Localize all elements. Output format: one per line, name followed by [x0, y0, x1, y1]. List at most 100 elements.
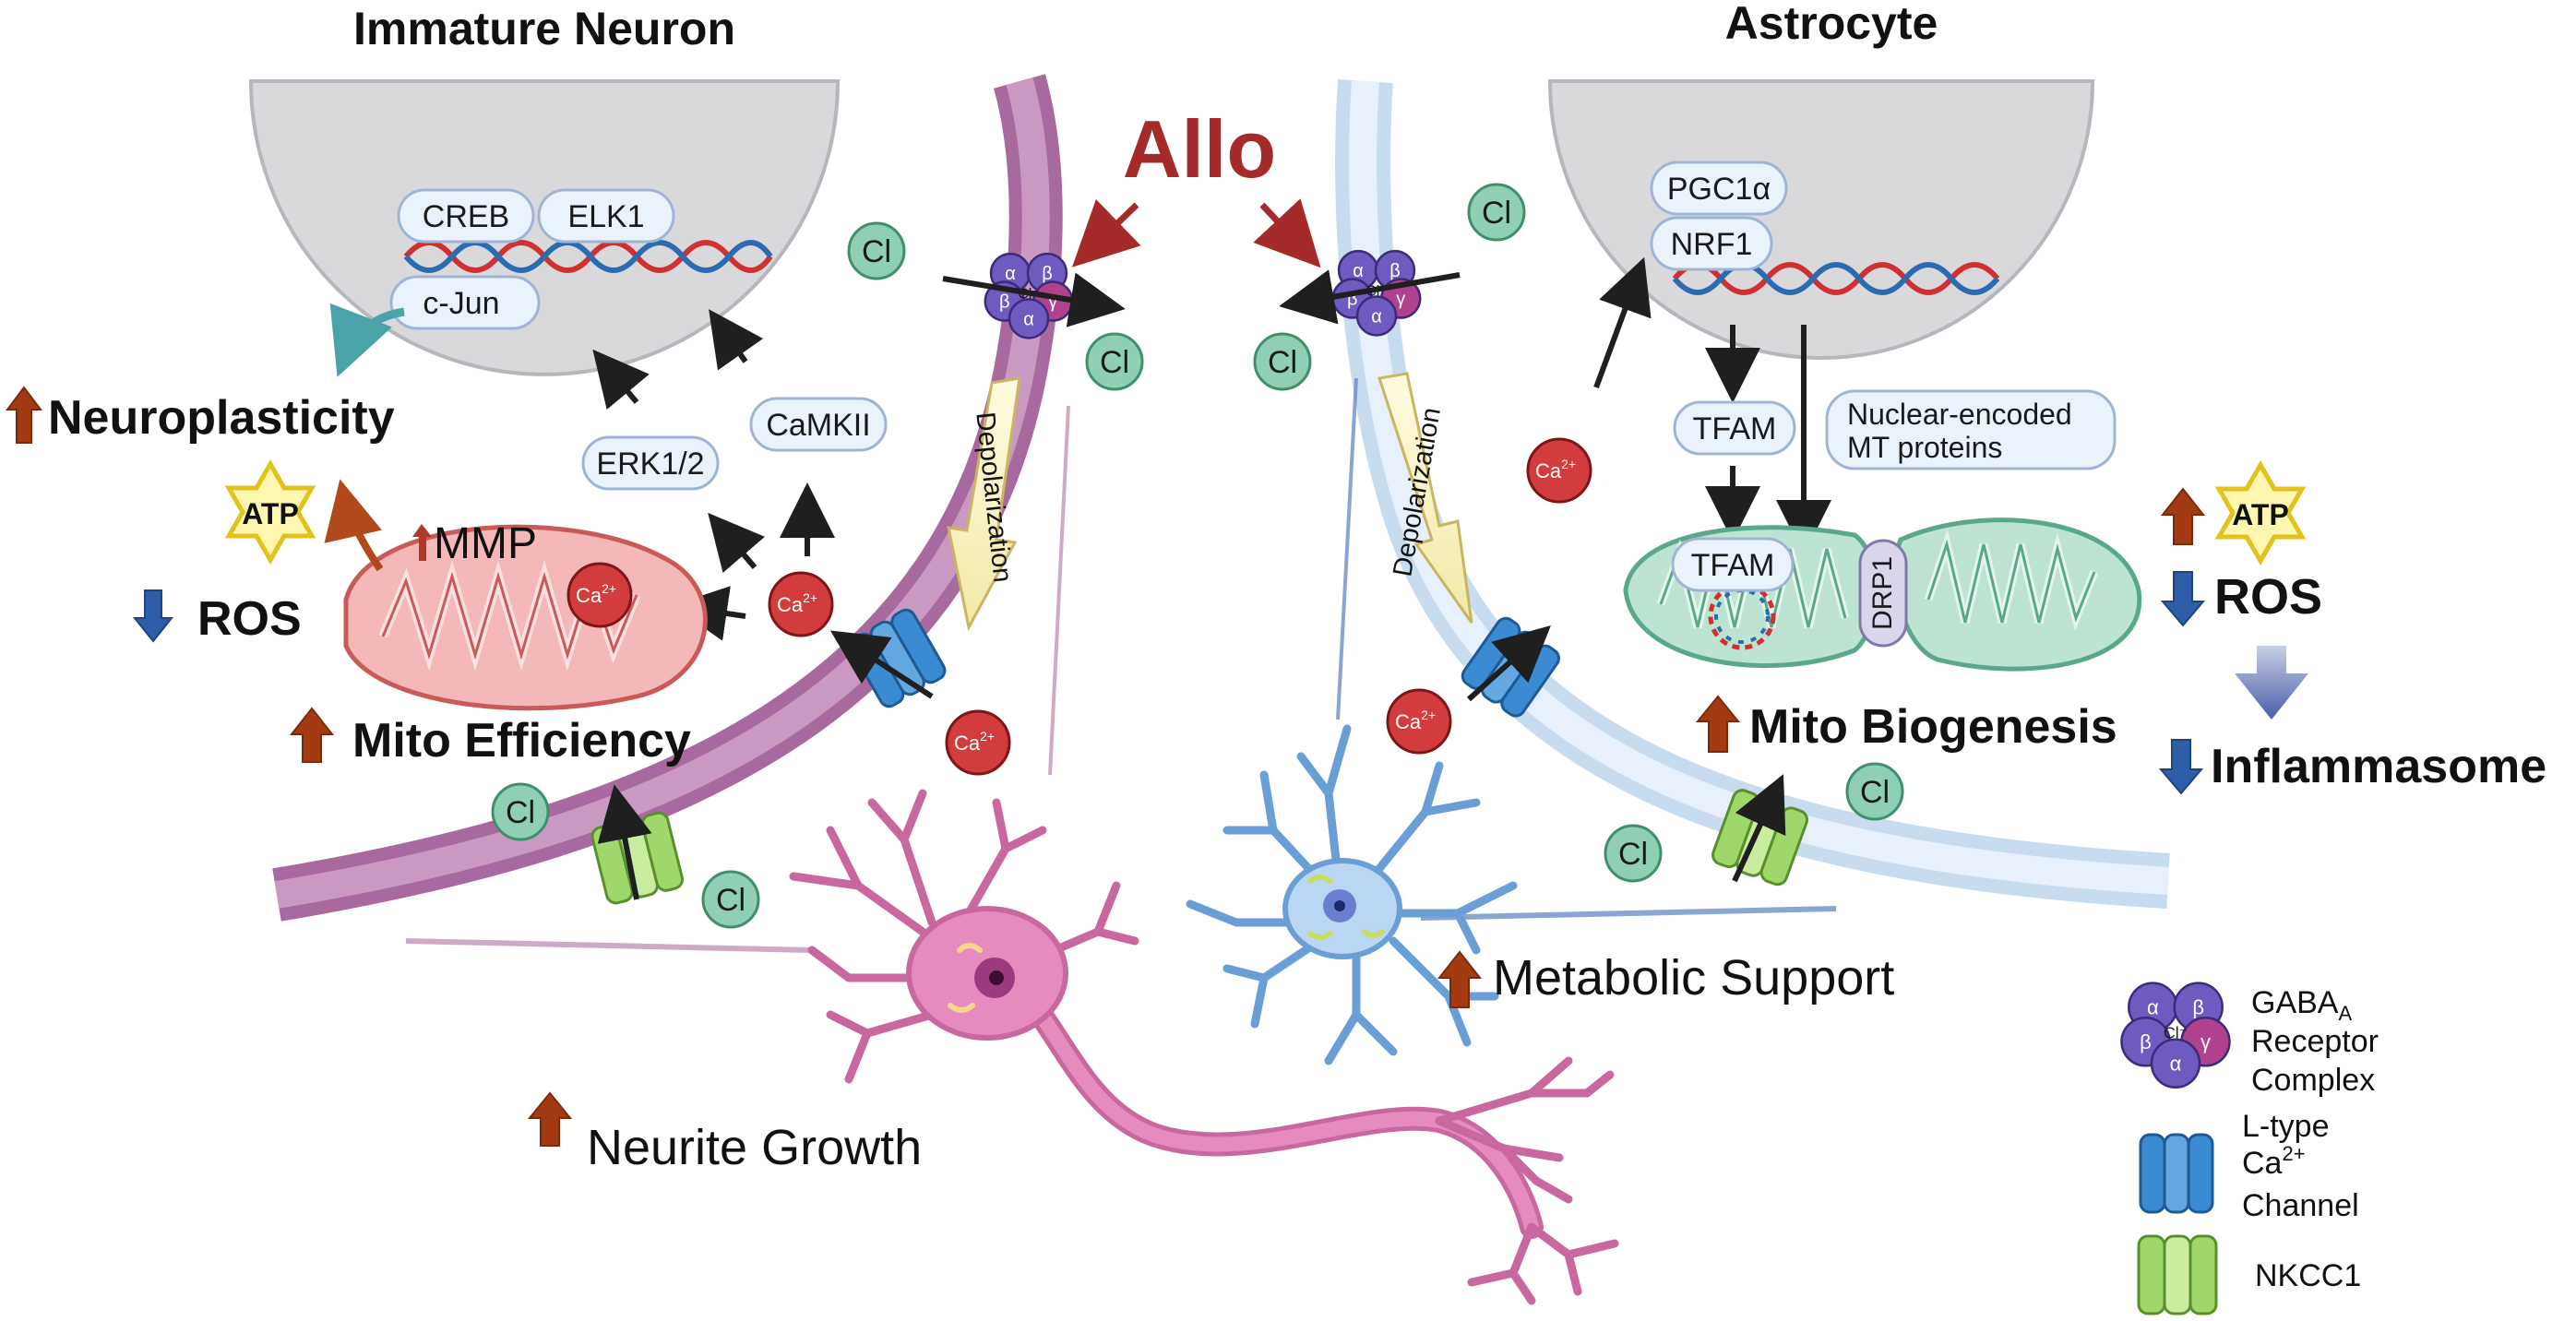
legend-gaba-line2: Receptor	[2251, 1024, 2379, 1059]
astro-ros-group: ROS	[2160, 569, 2322, 627]
gaba-subunit-label: γ	[1048, 292, 1057, 313]
nuclear-mt-line2: MT proteins	[1847, 431, 2002, 464]
atp-star-icon	[2214, 459, 2307, 566]
legend-ltype-line3: Channel	[2242, 1188, 2359, 1223]
metabolic-support-group: Metabolic Support	[1437, 950, 1894, 1008]
tfam-upper-label: TFAM	[1693, 411, 1777, 446]
metabolic-support-label: Metabolic Support	[1493, 950, 1894, 1006]
astrocyte-mitochondrion-right	[1892, 518, 2142, 672]
gaba-subunit-label: γ	[1396, 290, 1405, 310]
chloride-ion-icon: Cl	[1604, 824, 1663, 883]
allo-label: Allo	[1123, 103, 1276, 195]
neuron-atp-group: ATP	[224, 458, 316, 565]
neuroplasticity-group: Neuroplasticity	[6, 386, 395, 445]
chloride-ion-label: Cl	[716, 883, 745, 918]
neuron-ros-group: ROS	[132, 589, 302, 646]
gaba-subunit: α	[1008, 298, 1050, 339]
cjun-label: c-Jun	[423, 286, 499, 321]
gaba-subunit-label: β	[1042, 264, 1053, 284]
gaba-subunit-label: α	[1371, 306, 1382, 327]
astrocyte-cell-illustration	[1186, 724, 1518, 1065]
chloride-ion-icon: Cl	[491, 782, 550, 841]
legend-gaba-line1: GABAA	[2251, 985, 2352, 1025]
neuron-ros-label: ROS	[197, 592, 302, 646]
astro-atp-group: ATP	[2160, 459, 2307, 566]
mmp-label: MMP	[434, 519, 537, 568]
legend-ltype-line1: L-type	[2242, 1109, 2330, 1144]
neurite-growth-label: Neurite Growth	[587, 1120, 922, 1175]
cjun-pill: c-Jun	[389, 275, 541, 330]
inflammasome-group: Inflammasome	[2158, 739, 2546, 795]
nuclear-mt-line1: Nuclear-encoded	[1847, 398, 2072, 431]
legend-ltype-line2: Ca2+	[2242, 1142, 2306, 1181]
chloride-ion-label: Cl	[1618, 837, 1648, 872]
chloride-ion-label: Cl	[1100, 345, 1129, 380]
mito-biogenesis-label: Mito Biogenesis	[1749, 700, 2117, 754]
neuron-cell-illustration	[789, 789, 1619, 1305]
inflammasome-label: Inflammasome	[2211, 740, 2546, 793]
up-arrow-icon	[527, 1091, 573, 1147]
calcium-ion-icon: Ca2+	[1386, 688, 1452, 755]
gaba-subunit-label: β	[2192, 995, 2204, 1018]
gaba-subunit-label: α	[1023, 309, 1034, 329]
creb-label: CREB	[423, 199, 509, 234]
pgc1a-pill: PGC1α	[1650, 161, 1788, 216]
mito-efficiency-group: Mito Efficiency	[289, 707, 691, 768]
gaba-subunit-label: β	[1389, 261, 1401, 281]
down-arrow-icon	[2158, 739, 2204, 795]
legend-gaba-line3: Complex	[2251, 1063, 2375, 1098]
up-arrow-icon	[412, 524, 432, 561]
chloride-ion-label: Cl	[506, 795, 535, 830]
astrocyte-dna	[1672, 262, 2000, 295]
chloride-ion-label: Cl	[1482, 196, 1511, 231]
elk1-label: ELK1	[567, 199, 644, 234]
calcium-ion-icon: Ca2+	[945, 709, 1011, 776]
chloride-ion-icon: Cl	[1085, 332, 1144, 391]
gaba-subunit-label: β	[1347, 290, 1358, 310]
chloride-ion-label: Cl	[862, 234, 891, 269]
calcium-ion-label: Ca2+	[576, 581, 616, 607]
gaba-subunit: α	[2150, 1038, 2201, 1089]
neuron-depolarization-arrow: Depolarization	[947, 376, 1021, 632]
gaba-subunit-label: α	[2147, 995, 2159, 1018]
astro-atp-label: ATP	[2232, 498, 2289, 531]
tfam-lower-label: TFAM	[1691, 548, 1775, 583]
neuroplasticity-label: Neuroplasticity	[48, 391, 395, 445]
gaba-subunit-label: α	[2170, 1052, 2182, 1075]
chloride-ion-icon: Cl	[1253, 332, 1312, 391]
legend-ltype-channel-icon	[2139, 1133, 2214, 1214]
tfam-upper-pill: TFAM	[1673, 400, 1796, 456]
neurite-growth-group: Neurite Growth	[527, 1091, 922, 1175]
atp-star-icon	[224, 458, 316, 565]
astrocyte-nucleus	[1547, 79, 2095, 360]
gaba-subunit-label: α	[1353, 261, 1364, 281]
pgc1a-label: PGC1α	[1667, 172, 1771, 207]
astro-ros-label: ROS	[2214, 569, 2322, 625]
neuron-dna	[403, 240, 773, 273]
gaba-subunit: α	[1355, 295, 1398, 337]
gaba-subunit-label: β	[2140, 1030, 2152, 1053]
up-arrow-icon	[289, 707, 335, 763]
gaba-subunit-label: α	[1005, 264, 1016, 284]
gaba-subunit-label: γ	[2200, 1030, 2211, 1053]
chloride-ion-label: Cl	[1268, 345, 1297, 380]
down-arrow-icon	[132, 589, 174, 643]
elk1-pill: ELK1	[537, 188, 675, 244]
nrf1-pill: NRF1	[1650, 216, 1773, 271]
nuclear-mt-pill: Nuclear-encoded MT proteins	[1825, 389, 2117, 470]
neuron-atp-label: ATP	[242, 497, 299, 530]
camkii-label: CaMKII	[766, 408, 870, 443]
erk-label: ERK1/2	[596, 446, 704, 482]
gaba-cl-label: Cl⁻	[2164, 1023, 2188, 1041]
calcium-ion-icon: Ca2+	[1526, 437, 1592, 504]
up-arrow-icon	[1437, 950, 1483, 1008]
calcium-ion-icon: Ca2+	[566, 562, 633, 628]
up-arrow-icon	[1695, 695, 1741, 753]
title-immature-neuron: Immature Neuron	[353, 3, 735, 54]
mmp-group: MMP	[412, 519, 537, 568]
